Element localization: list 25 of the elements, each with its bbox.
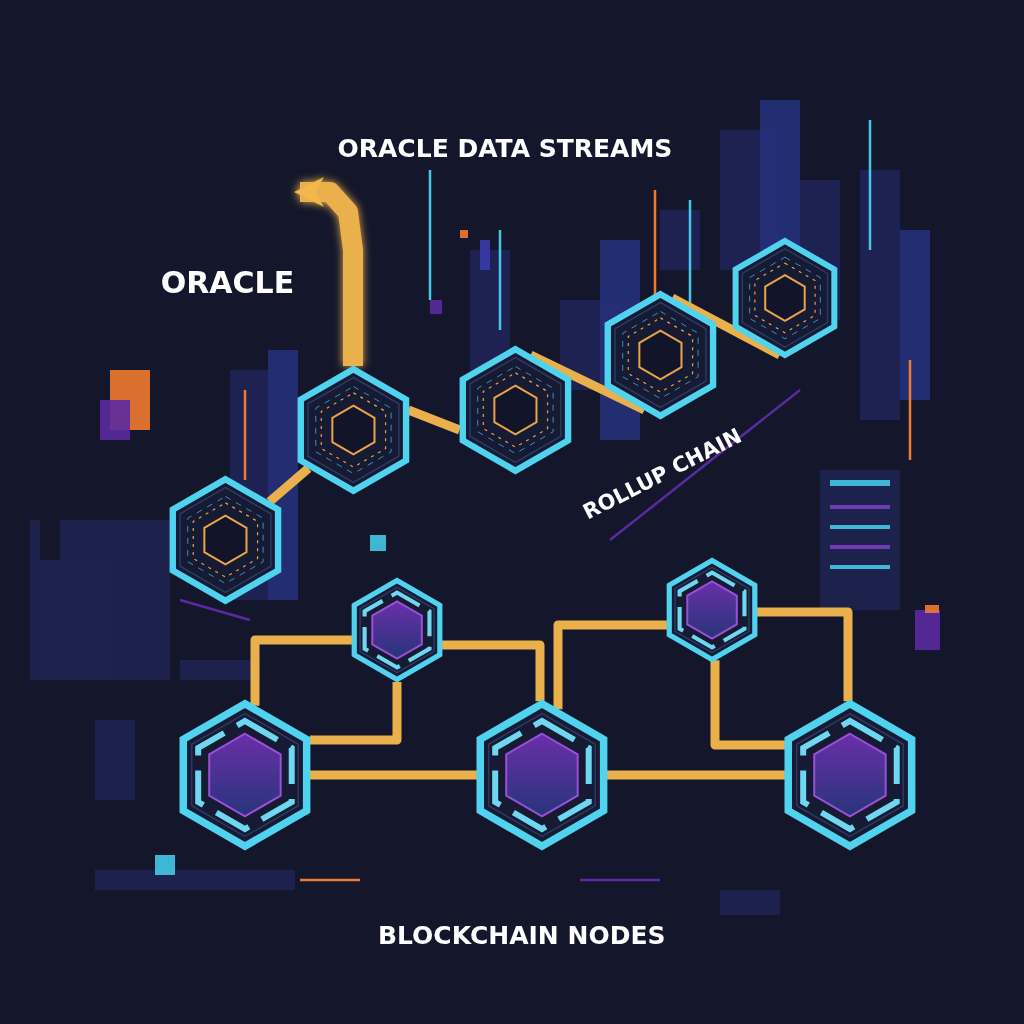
connector-line: [553, 620, 667, 710]
node-hexagon: [477, 700, 607, 850]
connector-line: [266, 464, 312, 506]
circuit-hexagon: [297, 366, 409, 494]
circuit-hexagon: [459, 346, 571, 474]
connector-line: [528, 350, 647, 415]
connector-line: [670, 294, 782, 359]
circuit-hexagon: [169, 476, 281, 604]
node-hexagon: [666, 558, 757, 662]
arrow: [294, 177, 363, 366]
connector-line: [250, 635, 352, 706]
node-hexagon: [180, 700, 310, 850]
node-label: ORACLE: [159, 265, 296, 300]
node-hexagon: [785, 700, 915, 850]
section-title: BLOCKCHAIN NODES: [378, 920, 666, 950]
node-hexagon: [351, 578, 442, 682]
section-title: ORACLE DATA STREAMS: [337, 133, 673, 163]
circuit-hexagon: [733, 238, 837, 358]
connector-line: [442, 640, 545, 702]
connector-line: [309, 770, 478, 780]
circuit-hexagon: [604, 291, 716, 419]
connector-line: [606, 770, 786, 780]
connector-line: [309, 682, 402, 745]
connector-line: [757, 607, 853, 702]
connector-line: [710, 660, 786, 750]
